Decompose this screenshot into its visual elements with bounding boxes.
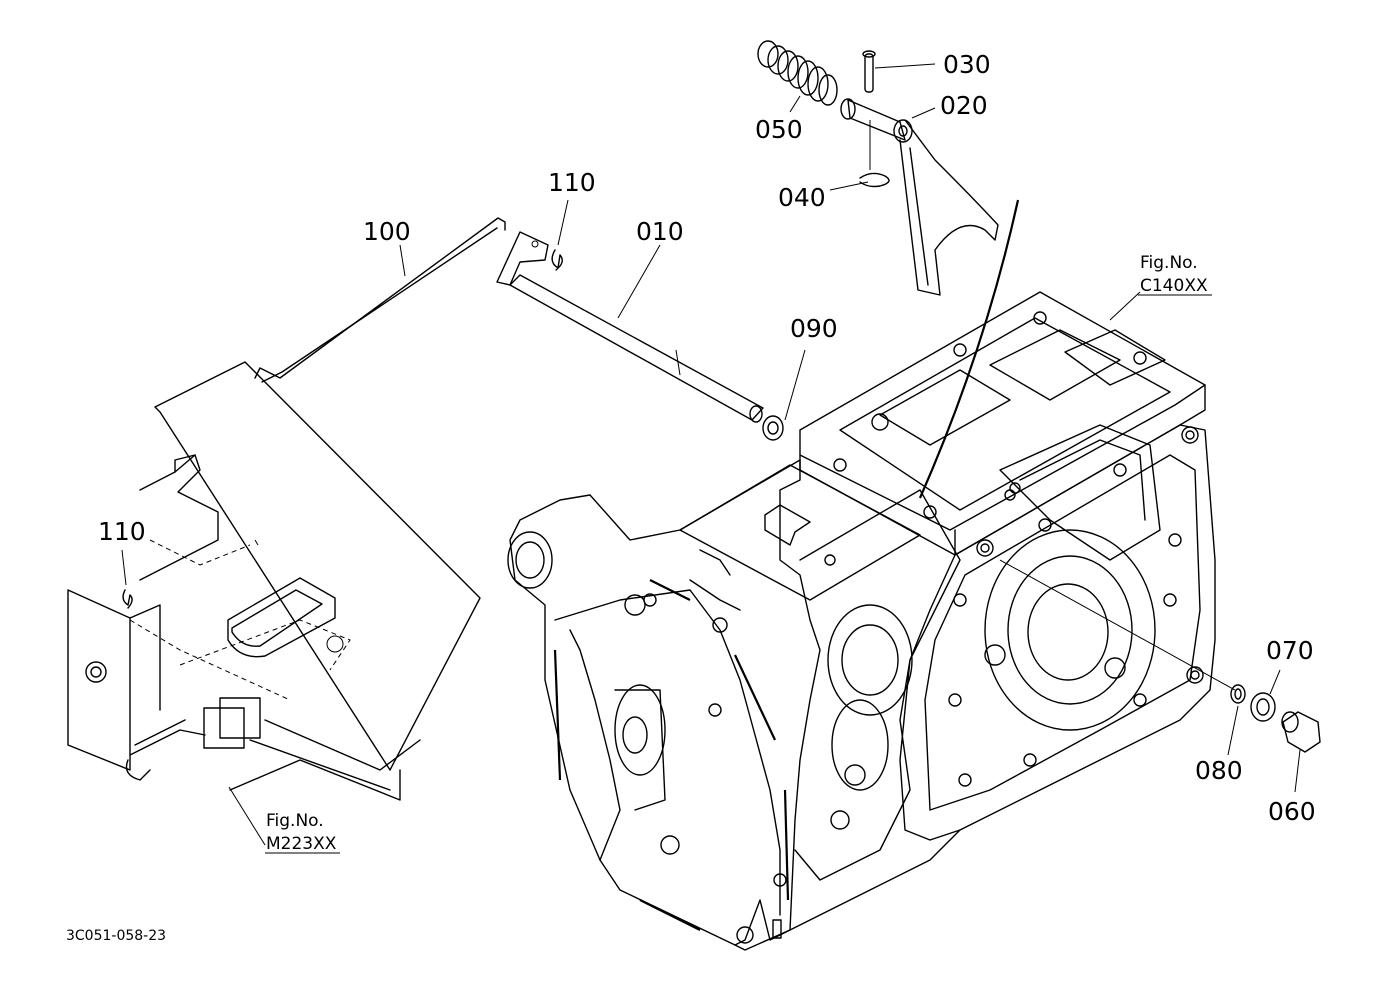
label-080: 080 — [1195, 756, 1243, 785]
label-100: 100 — [363, 217, 411, 246]
label-010: 010 — [636, 217, 684, 246]
ref-m223-line1: Fig.No. — [266, 811, 324, 831]
part-040-clip — [829, 120, 890, 191]
label-050: 050 — [755, 115, 803, 144]
label-040: 040 — [778, 183, 826, 212]
label-020: 020 — [940, 91, 988, 120]
part-050-spring — [757, 40, 838, 113]
ref-c140: Fig.No. C140XX — [1109, 253, 1212, 321]
ref-m223-line2: M223XX — [266, 834, 337, 854]
ref-c140-line2: C140XX — [1140, 276, 1208, 296]
part-080-oring — [1227, 684, 1246, 756]
transmission-case — [507, 291, 1216, 951]
ref-c140-line1: Fig.No. — [1140, 253, 1198, 273]
ref-m223: Fig.No. M223XX — [265, 811, 340, 854]
label-030: 030 — [943, 50, 991, 79]
part-110-left-clip — [121, 549, 133, 609]
part-100-rod — [254, 217, 506, 383]
label-060: 060 — [1268, 797, 1316, 826]
part-090-seal — [762, 349, 806, 441]
label-110-top: 110 — [548, 168, 596, 197]
label-090: 090 — [790, 314, 838, 343]
plug-axis-line — [999, 559, 1236, 691]
part-110-top-clip — [551, 199, 569, 271]
drawing-code: 3C051-058-23 — [66, 928, 166, 944]
label-070: 070 — [1266, 636, 1314, 665]
fork-leader-curve — [918, 199, 1020, 499]
part-020-fork — [840, 98, 999, 296]
floor-plate-assembly — [67, 361, 481, 846]
part-060-plug — [1281, 711, 1321, 793]
part-010-shaft — [496, 231, 764, 423]
part-070-washer — [1250, 669, 1281, 722]
label-110-left: 110 — [98, 517, 146, 546]
part-030-pin — [862, 50, 936, 93]
